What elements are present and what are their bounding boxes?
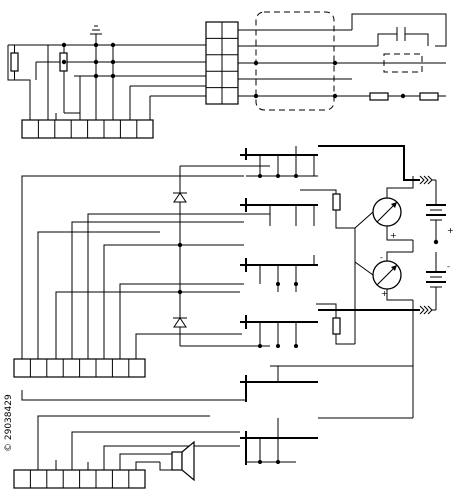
main-power-wires [318, 145, 420, 419]
series-resistors [369, 92, 439, 101]
diode-upper [173, 192, 187, 203]
relay-contact-4 [240, 303, 355, 348]
meter-upper: + [354, 176, 414, 241]
speaker-icon [158, 440, 195, 482]
meter-upper-plus-sign: + [390, 231, 397, 240]
shield-outline-right [383, 53, 423, 73]
relay-contact-2 [240, 189, 355, 229]
top-right-junctions [253, 60, 406, 99]
multi-pin-connector-block [205, 21, 239, 105]
ground-symbol [90, 25, 102, 35]
meter-lower-plus-sign: + [381, 289, 388, 298]
top-connector-strip [21, 119, 154, 139]
middle-bus-wires [21, 165, 270, 359]
diode-lower [173, 317, 187, 328]
relay-contact-1 [240, 146, 318, 178]
top-junctions [61, 42, 116, 79]
battery-upper: + [426, 190, 454, 242]
middle-connector-strip [13, 358, 146, 378]
terminal-arrows [419, 175, 437, 315]
top-section [7, 11, 447, 139]
middle-section: + - + + [13, 145, 454, 419]
capacitor [377, 27, 429, 46]
top-resistor-left [10, 45, 19, 80]
stock-id-watermark: © 29038429 [4, 394, 14, 452]
meter-lower: - + [354, 228, 413, 344]
relay-contact-6 [240, 418, 318, 465]
shield-outline-left [255, 11, 335, 111]
relay-contact-3 [240, 255, 318, 292]
bottom-section [13, 365, 413, 489]
bottom-bus-wires [37, 415, 240, 470]
bottom-connector-strip [13, 469, 146, 489]
battery-upper-plus-sign: + [447, 226, 454, 235]
top-output-wires [238, 13, 447, 97]
top-bus-wires [7, 34, 206, 120]
meter-lower-minus-sign: - [380, 253, 383, 262]
relay-contact-5 [21, 365, 413, 402]
battery-lower-minus-sign: - [447, 262, 450, 271]
battery-lower: - [426, 239, 450, 300]
